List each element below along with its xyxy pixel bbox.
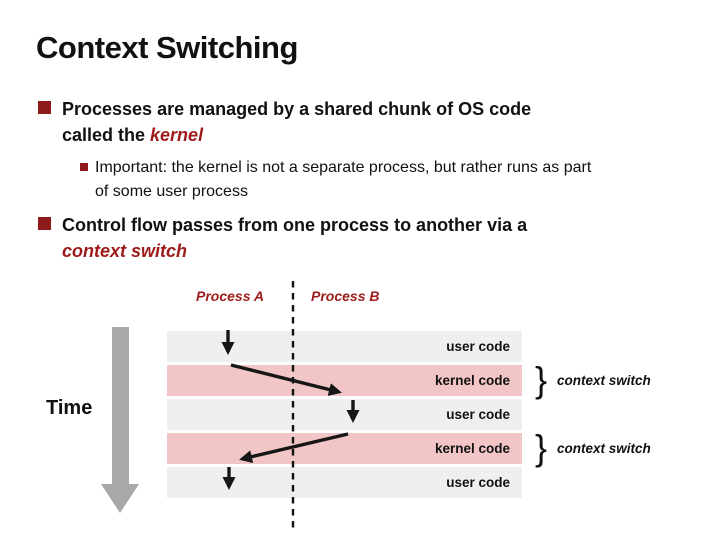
bullet-square-icon [38, 217, 51, 230]
brace-icon: } [535, 427, 548, 468]
band-user-code-2: user code [167, 399, 522, 430]
bullet-square-icon [38, 101, 51, 114]
bullet-2-line-1: Control flow passes from one process to … [62, 215, 528, 235]
time-label: Time [46, 397, 93, 419]
kernel-accent-text: kernel [150, 125, 204, 145]
sub-bullet-line-2: of some user process [95, 183, 248, 200]
band-kernel-code-1: kernel code [167, 365, 522, 396]
slide-title: Context Switching [36, 30, 298, 65]
band-kernel-code-2: kernel code [167, 433, 522, 464]
context-switch-annotation-2: context switch [557, 441, 651, 456]
bullet-1-line-2-prefix: called the [62, 125, 151, 145]
band-user-code-1: user code [167, 331, 522, 362]
process-b-label: Process B [311, 288, 380, 304]
time-arrow-icon [101, 327, 139, 513]
context-switch-accent-text: context switch [62, 241, 188, 261]
bullet-2-line-2: context switch [62, 238, 527, 264]
sub-bullet-square-icon [80, 163, 88, 171]
brace-icon: } [535, 359, 548, 400]
bullet-1-line-2: called the kernel [62, 122, 531, 148]
bullet-1: Processes are managed by a shared chunk … [62, 96, 531, 148]
sub-bullet: Important: the kernel is not a separate … [95, 156, 591, 204]
sub-bullet-line-1: Important: the kernel is not a separate … [95, 159, 592, 176]
context-switch-annotation-1: context switch [557, 373, 651, 388]
process-a-label: Process A [196, 288, 264, 304]
bullet-2: Control flow passes from one process to … [62, 212, 527, 264]
band-user-code-3: user code [167, 467, 522, 498]
bullet-1-line-1: Processes are managed by a shared chunk … [62, 99, 532, 119]
